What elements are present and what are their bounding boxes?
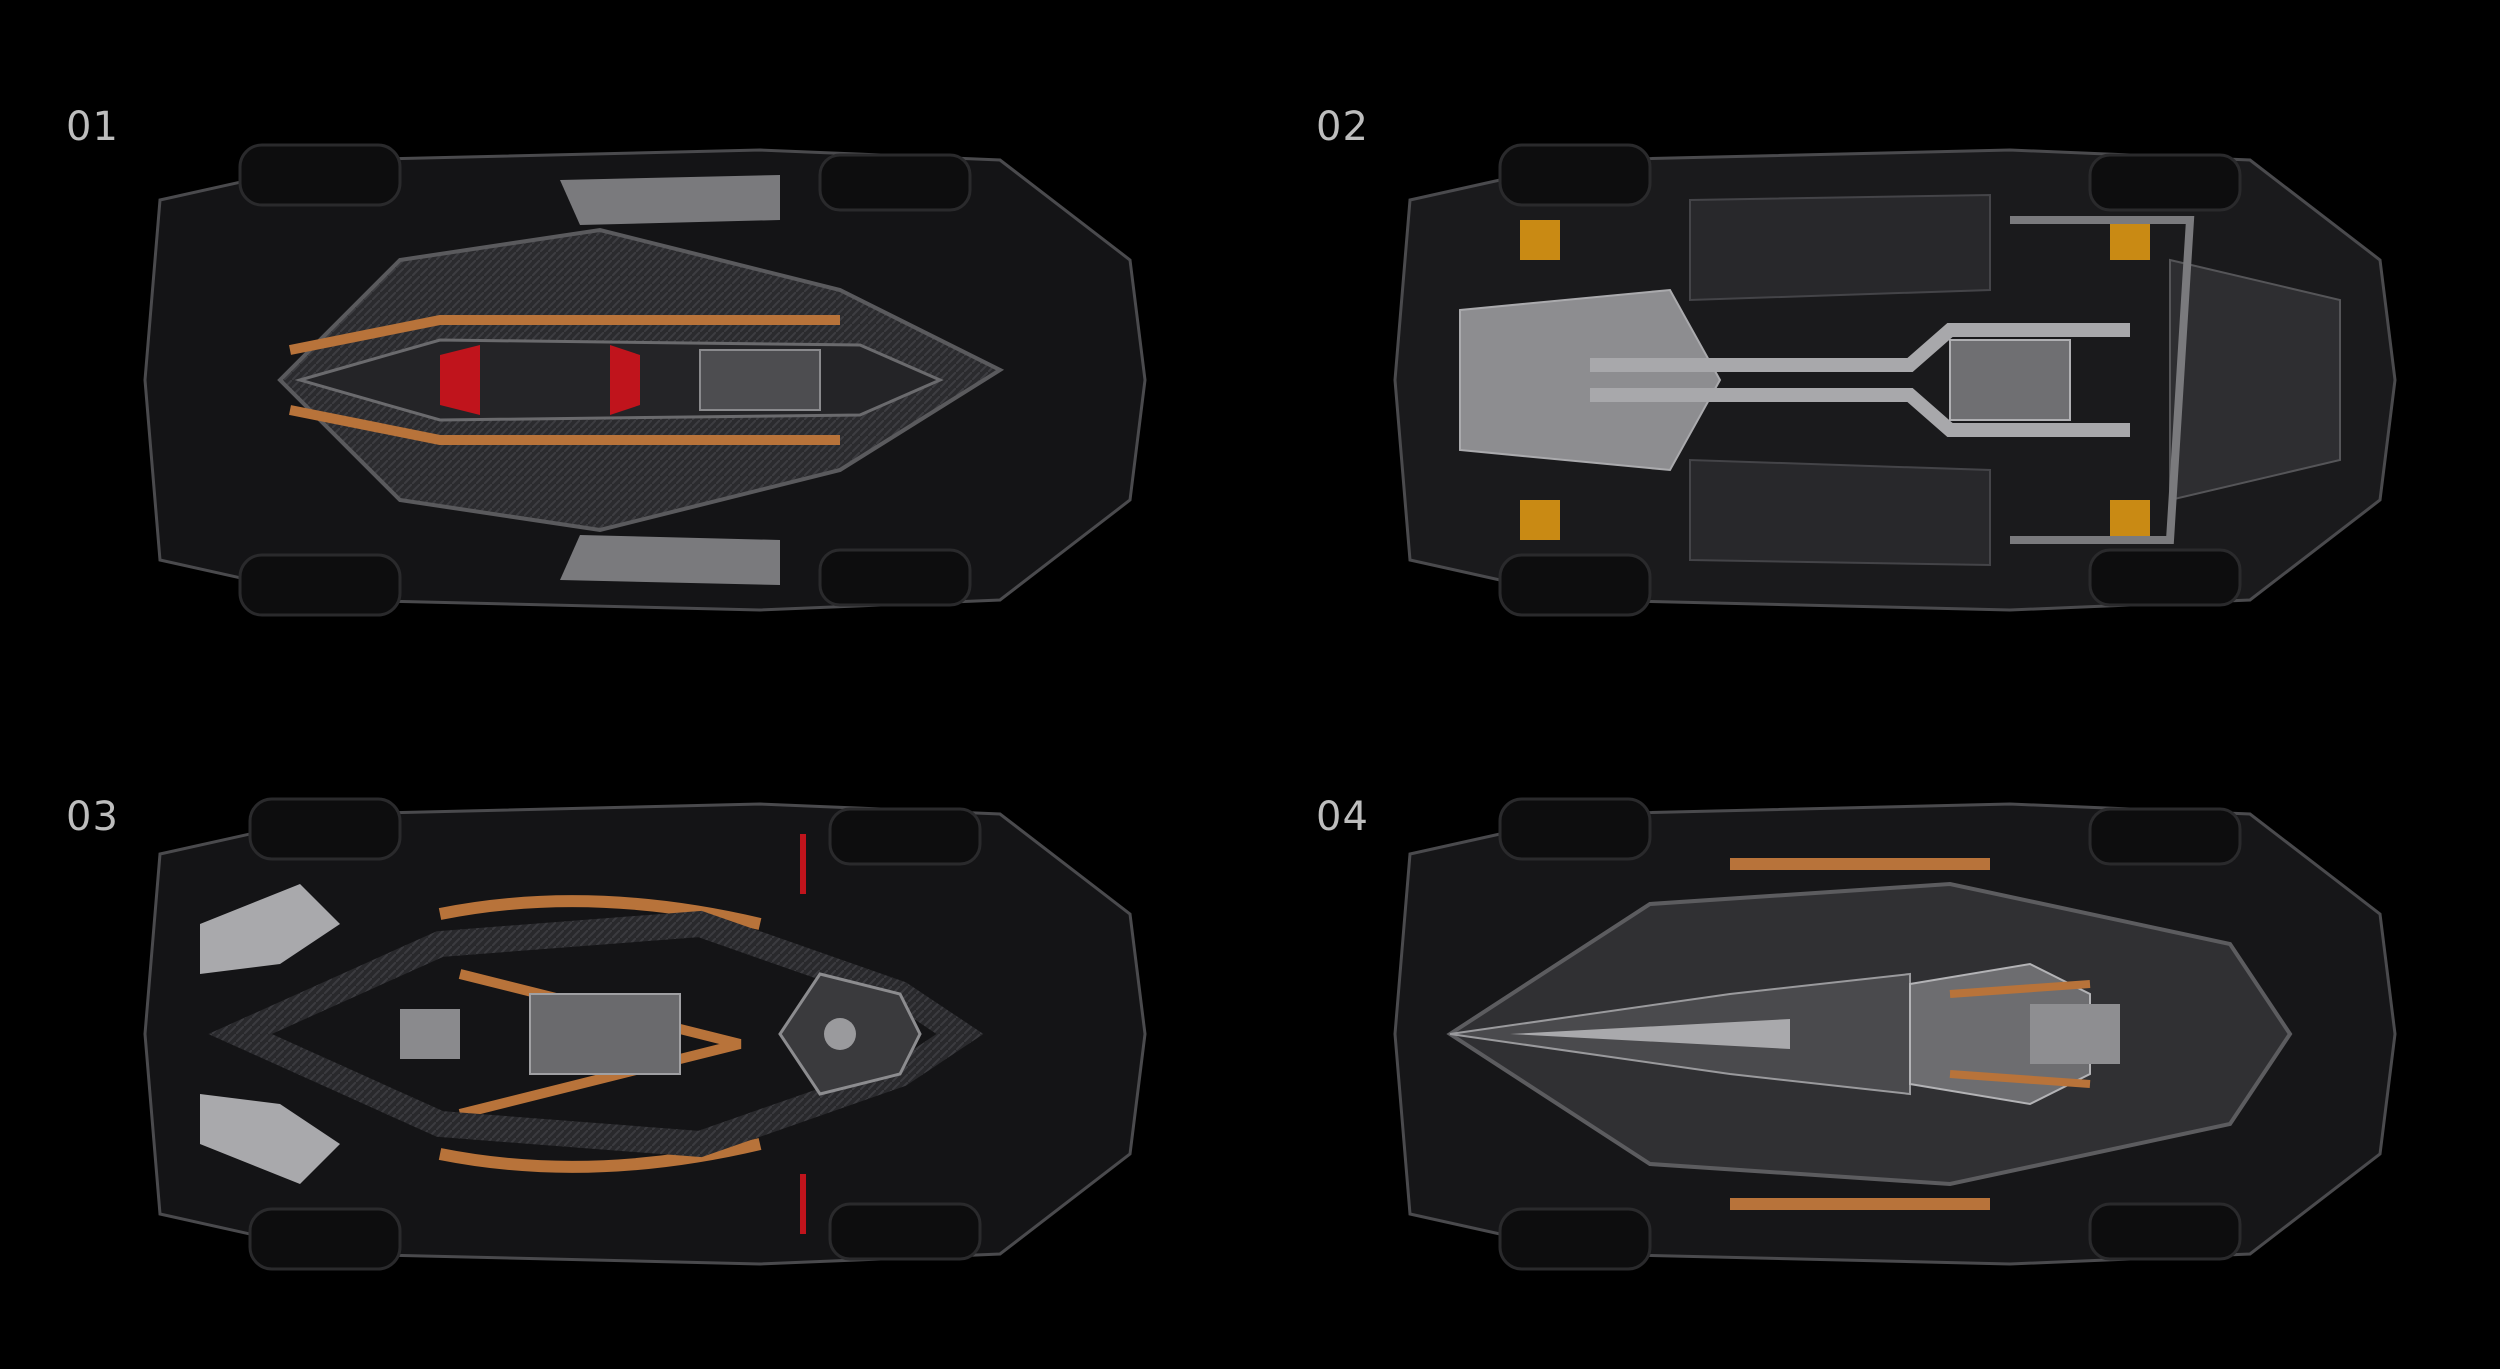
view-panel-03: 03 [0,684,1250,1368]
view-panel-01: 01 [0,0,1250,684]
view-label: 04 [1316,794,1369,840]
view-panel-02: 02 [1250,0,2500,684]
view-panel-04: 04 [1250,684,2500,1368]
car-render-shell [1390,794,2400,1274]
car-render-skeleton [140,794,1150,1274]
view-label: 01 [66,104,119,150]
view-label: 02 [1316,104,1369,150]
view-label: 03 [66,794,119,840]
car-render-top-carbon [140,140,1150,620]
car-render-underbody [1390,140,2400,620]
